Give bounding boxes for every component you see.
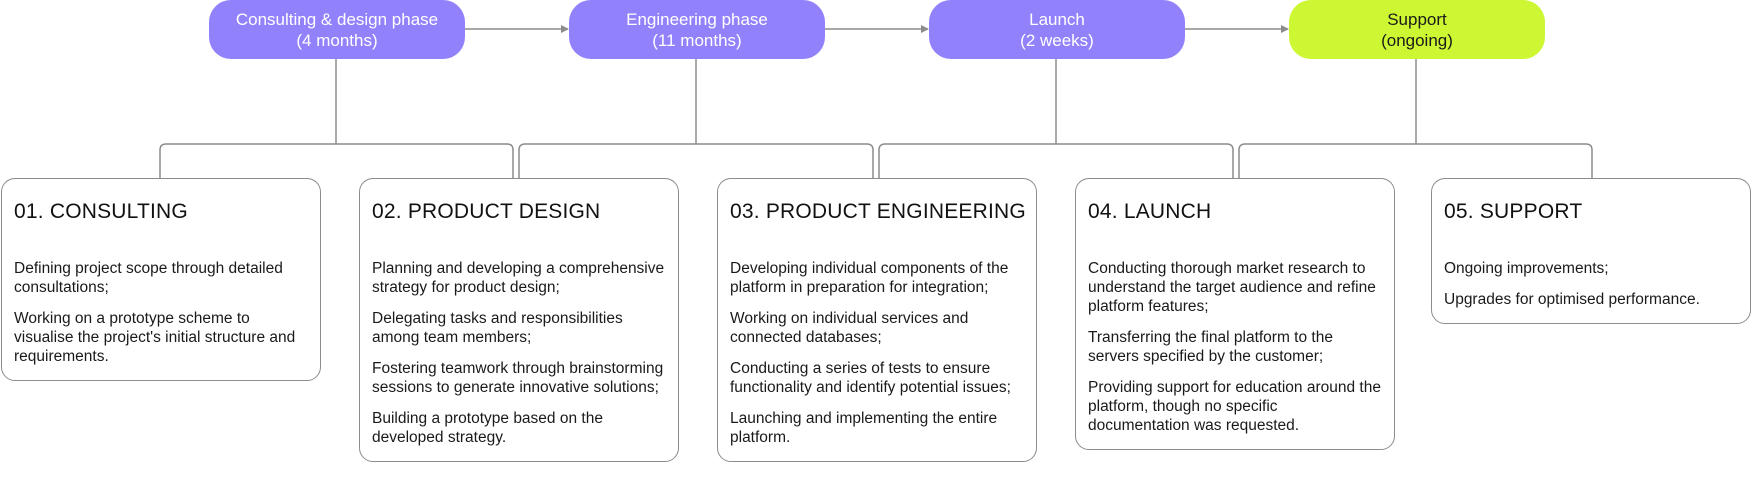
stage-card-support: 05. SUPPORT Ongoing improvements; Upgrad… [1431, 178, 1751, 324]
phase-title: Consulting & design phase [235, 9, 439, 29]
phase-duration: (2 weeks) [1020, 30, 1094, 50]
phase-support: Support (ongoing) [1289, 0, 1545, 59]
stage-item: Working on individual services and conne… [730, 310, 969, 346]
stage-item: Building a prototype based on the develo… [372, 410, 603, 446]
stage-item: Fostering teamwork through brainstorming… [372, 360, 664, 396]
stage-item: Conducting thorough market research to u… [1088, 260, 1376, 315]
bracket-phase-4 [1238, 143, 1593, 178]
stage-item-list: Developing individual components of the … [730, 259, 1024, 447]
stage-item: Working on a prototype scheme to visuali… [14, 310, 296, 365]
stage-card-launch: 04. LAUNCH Conducting thorough market re… [1075, 178, 1395, 450]
stage-item-list: Ongoing improvements; Upgrades for optim… [1444, 259, 1738, 309]
phase-title: Support [1387, 9, 1447, 29]
phase-duration: (ongoing) [1381, 30, 1453, 50]
stage-title: 01. CONSULTING [14, 200, 188, 223]
bracket-phase-3 [878, 143, 1234, 178]
phase-duration: (4 months) [296, 30, 378, 50]
stage-item: Upgrades for optimised performance. [1444, 291, 1700, 308]
stage-item: Conducting a series of tests to ensure f… [730, 360, 1011, 396]
phase-duration: (11 months) [652, 30, 742, 50]
stage-item: Developing individual components of the … [730, 260, 1009, 296]
stage-card-product-engineering: 03. PRODUCT ENGINEERING Developing indiv… [717, 178, 1037, 462]
phase-engineering: Engineering phase (11 months) [569, 0, 825, 59]
stage-item: Delegating tasks and responsibilities am… [372, 310, 623, 346]
stage-item-list: Defining project scope through detailed … [14, 259, 308, 366]
stage-title: 02. PRODUCT DESIGN [372, 200, 601, 223]
stage-item: Providing support for education around t… [1088, 379, 1381, 434]
phase-title: Launch [1029, 9, 1085, 29]
phase-title: Engineering phase [626, 9, 768, 29]
bracket-phase-2 [518, 143, 874, 178]
stage-item: Launching and implementing the entire pl… [730, 410, 998, 446]
stage-title: 04. LAUNCH [1088, 200, 1212, 223]
stage-item: Defining project scope through detailed … [14, 260, 283, 296]
phase-launch: Launch (2 weeks) [929, 0, 1185, 59]
stage-item-list: Conducting thorough market research to u… [1088, 259, 1382, 435]
bracket-phase-1 [159, 143, 514, 178]
stage-item-list: Planning and developing a comprehensive … [372, 259, 666, 447]
stage-item: Ongoing improvements; [1444, 260, 1609, 277]
stage-card-product-design: 02. PRODUCT DESIGN Planning and developi… [359, 178, 679, 462]
stage-item: Transferring the final platform to the s… [1088, 329, 1333, 365]
stage-card-consulting: 01. CONSULTING Defining project scope th… [1, 178, 321, 381]
stage-title: 03. PRODUCT ENGINEERING [730, 200, 1026, 223]
phase-consulting-design: Consulting & design phase (4 months) [209, 0, 465, 59]
stage-title: 05. SUPPORT [1444, 200, 1583, 223]
stage-item: Planning and developing a comprehensive … [372, 260, 665, 296]
